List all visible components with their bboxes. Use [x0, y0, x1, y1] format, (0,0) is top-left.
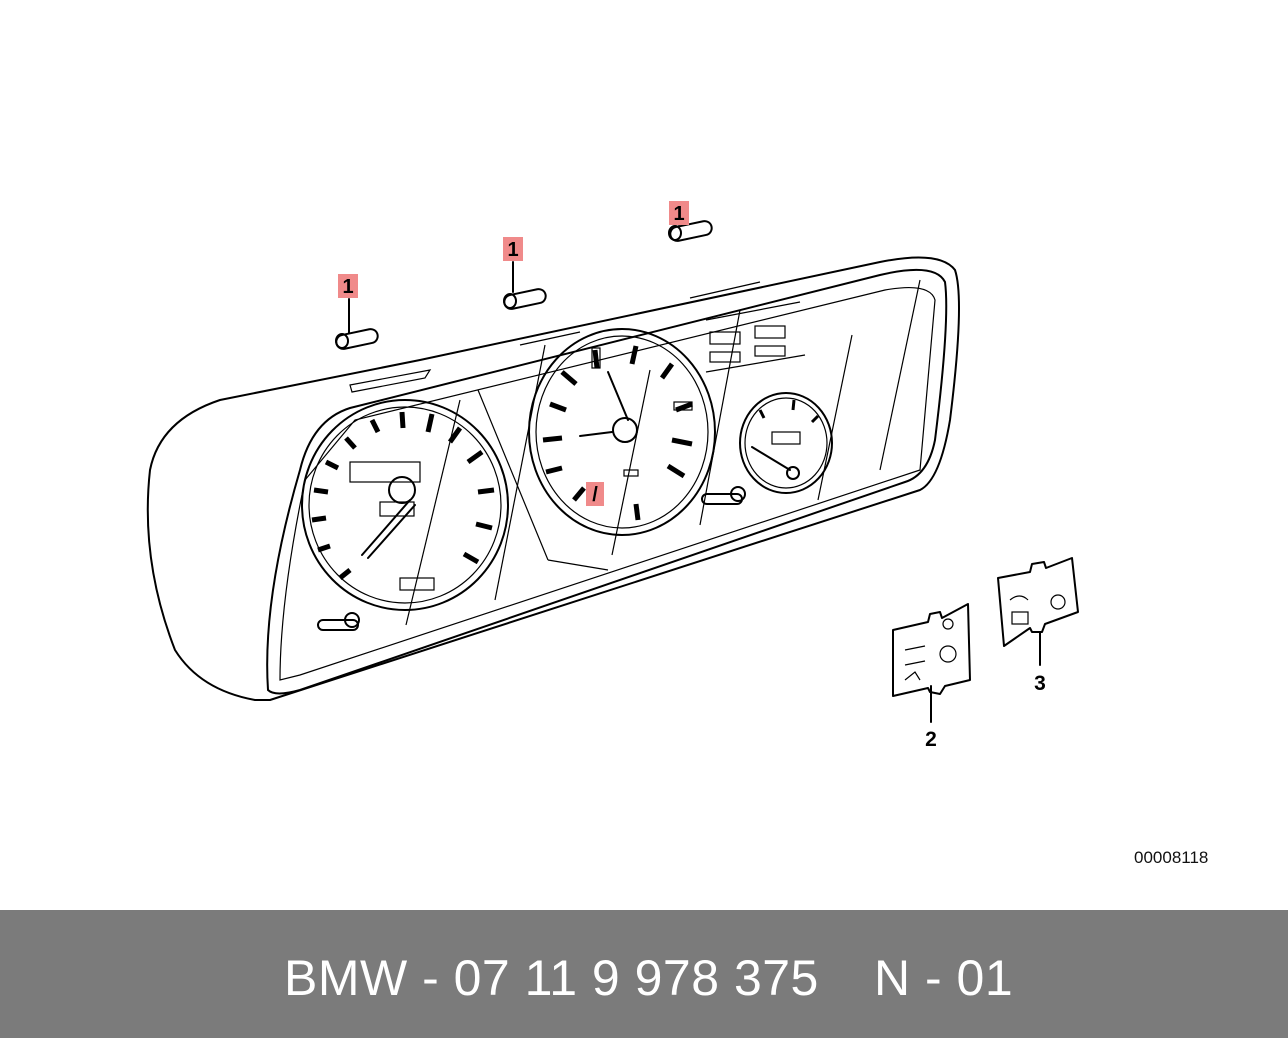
- instrument-cluster-housing: [146, 256, 960, 701]
- part-code-text: N - 01: [874, 950, 1014, 1006]
- svg-text:3: 3: [1034, 672, 1046, 695]
- circuit-plate-3: 3: [997, 557, 1079, 695]
- svg-text:1: 1: [507, 239, 518, 261]
- clock-minute-hand: [607, 371, 629, 421]
- svg-text:2: 2: [925, 728, 937, 751]
- speedometer-ticks: [311, 411, 495, 580]
- part-number-banner: BMW - 07 11 9 978 375 N - 01: [0, 910, 1288, 1038]
- fuel-gauge: [739, 392, 833, 494]
- callout-1-right: 1: [669, 201, 689, 225]
- odometer-display: [349, 461, 421, 483]
- svg-text:/: /: [592, 484, 598, 506]
- instrument-cluster-diagram: 1 1 1 / 2 3: [146, 201, 1079, 751]
- svg-text:1: 1: [673, 203, 684, 225]
- speedometer-needle: [361, 499, 411, 556]
- callout-1-middle: 1: [503, 237, 523, 261]
- clock-gauge: [528, 328, 716, 536]
- warning-light-panel: [705, 301, 806, 373]
- part-number-text: BMW - 07 11 9 978 375: [284, 950, 819, 1006]
- clock-ticks: [542, 345, 693, 521]
- clock-hour-hand: [579, 431, 613, 437]
- callout-center-marker: /: [586, 482, 604, 506]
- speedometer-gauge: [301, 399, 509, 611]
- fuel-gauge-needle: [751, 446, 791, 471]
- circuit-plate-2: 2: [892, 603, 971, 751]
- housing-fasteners: [317, 486, 746, 631]
- diagram-reference-number: 00008118: [1134, 848, 1209, 867]
- bulb-socket-middle: [503, 261, 547, 310]
- bulb-socket-left: [335, 298, 379, 350]
- lens-reflection-lines: [405, 279, 921, 626]
- svg-text:1: 1: [342, 276, 353, 298]
- bulb-socket-right: [668, 220, 713, 242]
- callout-1-left: 1: [338, 274, 358, 298]
